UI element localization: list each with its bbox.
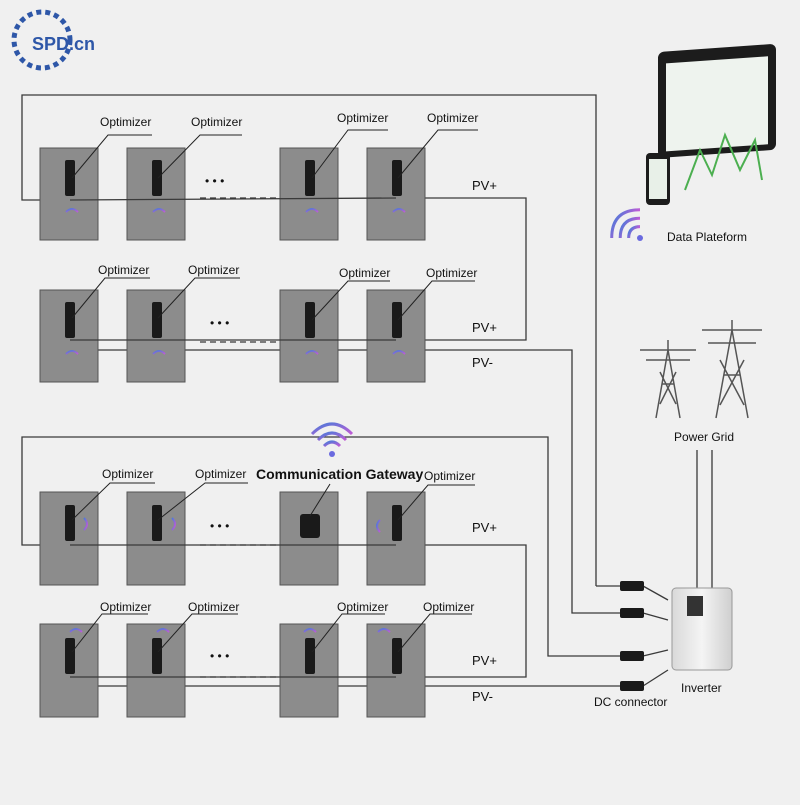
row1-pv-plus-wire: [396, 197, 527, 341]
logo-text: SPD.cn: [32, 34, 95, 54]
optimizer-label: Optimizer: [188, 600, 239, 614]
communication-gateway-label: Communication Gateway: [256, 466, 423, 482]
row3-pv-plus-wire: [396, 544, 527, 678]
pv-plus-label: PV+: [472, 320, 497, 335]
wifi-signal-icon: [392, 350, 406, 355]
wifi-signal-icon: [377, 628, 391, 633]
optimizer-device-icon: [152, 638, 162, 674]
optimizer-device-icon: [152, 302, 162, 338]
dashboard-chart-icon: [684, 132, 763, 191]
panel-row-3: • • • Optimizer Optimizer Communication …: [39, 466, 497, 586]
optimizer-device-icon: [65, 302, 75, 338]
optimizer-device-icon: [392, 302, 402, 338]
optimizer-device-icon: [305, 302, 315, 338]
pv-plus-label: PV+: [472, 653, 497, 668]
optimizer-label: Optimizer: [100, 600, 151, 614]
optimizer-label: Optimizer: [426, 266, 477, 280]
data-platform-label: Data Plateform: [667, 230, 747, 244]
inverter-display-icon: [687, 596, 703, 616]
gateway-wifi-icon: [310, 422, 354, 457]
data-platform-wifi-icon: [610, 208, 643, 241]
optimizer-label: Optimizer: [98, 263, 149, 277]
optimizer-label: Optimizer: [337, 600, 388, 614]
optimizer-label: Optimizer: [195, 467, 246, 481]
optimizer-device-icon: [65, 160, 75, 196]
wifi-signal-icon: [156, 628, 170, 633]
optimizer-label: Optimizer: [427, 111, 478, 125]
power-grid-towers-icon: [640, 320, 762, 419]
panel-row-1: • • • Optimizer Optimizer Optimizer Opti…: [39, 111, 497, 241]
optimizer-label: Optimizer: [102, 467, 153, 481]
wifi-signal-icon: [305, 350, 319, 355]
optimizer-device-icon: [65, 505, 75, 541]
optimizer-device-icon: [392, 160, 402, 196]
inverter: [671, 587, 733, 671]
panel-row-4: • • • Optimizer Optimizer Optimizer Opti…: [39, 600, 497, 718]
optimizer-device-icon: [392, 505, 402, 541]
gateway-panel: [279, 491, 339, 586]
ellipsis: • • •: [210, 519, 229, 533]
wifi-signal-icon: [171, 517, 176, 531]
grid-to-inverter-wires: [696, 450, 713, 590]
dc-connector-icon: [620, 681, 644, 691]
dashboard-screen-icon: [666, 56, 768, 152]
optimizer-device-icon: [152, 160, 162, 196]
logo: SPD.cn: [11, 9, 95, 71]
pv-minus-label: PV-: [472, 689, 493, 704]
wifi-signal-icon: [392, 208, 406, 213]
wifi-signal-icon: [305, 208, 319, 213]
leader-lines: [71, 129, 478, 179]
leader-lines: [71, 613, 472, 653]
dc-connector-icon: [620, 581, 644, 591]
ellipsis: • • •: [210, 649, 229, 663]
wifi-signal-icon: [376, 519, 381, 533]
dc-connector-icon: [620, 608, 644, 618]
optimizer-label: Optimizer: [188, 263, 239, 277]
dc-connector-icon: [620, 651, 644, 661]
pv-minus-label: PV-: [472, 355, 493, 370]
optimizer-device-icon: [305, 160, 315, 196]
wifi-signal-icon: [152, 208, 166, 213]
optimizer-label: Optimizer: [337, 111, 388, 125]
ellipsis: • • •: [205, 174, 224, 188]
optimizer-label: Optimizer: [100, 115, 151, 129]
dc-connector-label: DC connector: [594, 695, 667, 709]
optimizer-device-icon: [152, 505, 162, 541]
dc-connectors: [620, 581, 644, 691]
panel-row-2: • • • Optimizer Optimizer Optimizer Opti…: [39, 263, 497, 383]
wifi-signal-icon: [303, 628, 317, 633]
ellipsis: • • •: [210, 316, 229, 330]
communication-gateway-device-icon: [300, 514, 320, 538]
optimizer-device-icon: [392, 638, 402, 674]
optimizer-device-icon: [305, 638, 315, 674]
leader-lines: [71, 277, 475, 321]
wifi-signal-icon: [69, 628, 83, 633]
optimizer-label: Optimizer: [339, 266, 390, 280]
string2-return-wire: [21, 436, 622, 657]
wifi-signal-icon: [65, 350, 79, 355]
optimizer-label: Optimizer: [423, 600, 474, 614]
wifi-signal-icon: [65, 208, 79, 213]
power-grid-label: Power Grid: [674, 430, 734, 444]
pv-plus-label: PV+: [472, 520, 497, 535]
phone-screen-icon: [649, 159, 667, 199]
data-platform-devices: [646, 44, 776, 205]
pv-plus-label: PV+: [472, 178, 497, 193]
inverter-label: Inverter: [681, 681, 722, 695]
string1-return-wire: [21, 94, 597, 586]
leader-lines: [71, 482, 475, 521]
optimizer-label: Optimizer: [191, 115, 242, 129]
logo-ring-icon: [11, 9, 73, 71]
optimizer-device-icon: [65, 638, 75, 674]
dc-to-inverter-wires: [642, 585, 669, 687]
wifi-signal-icon: [83, 517, 88, 531]
wifi-signal-icon: [152, 350, 166, 355]
optimizer-label: Optimizer: [424, 469, 475, 483]
